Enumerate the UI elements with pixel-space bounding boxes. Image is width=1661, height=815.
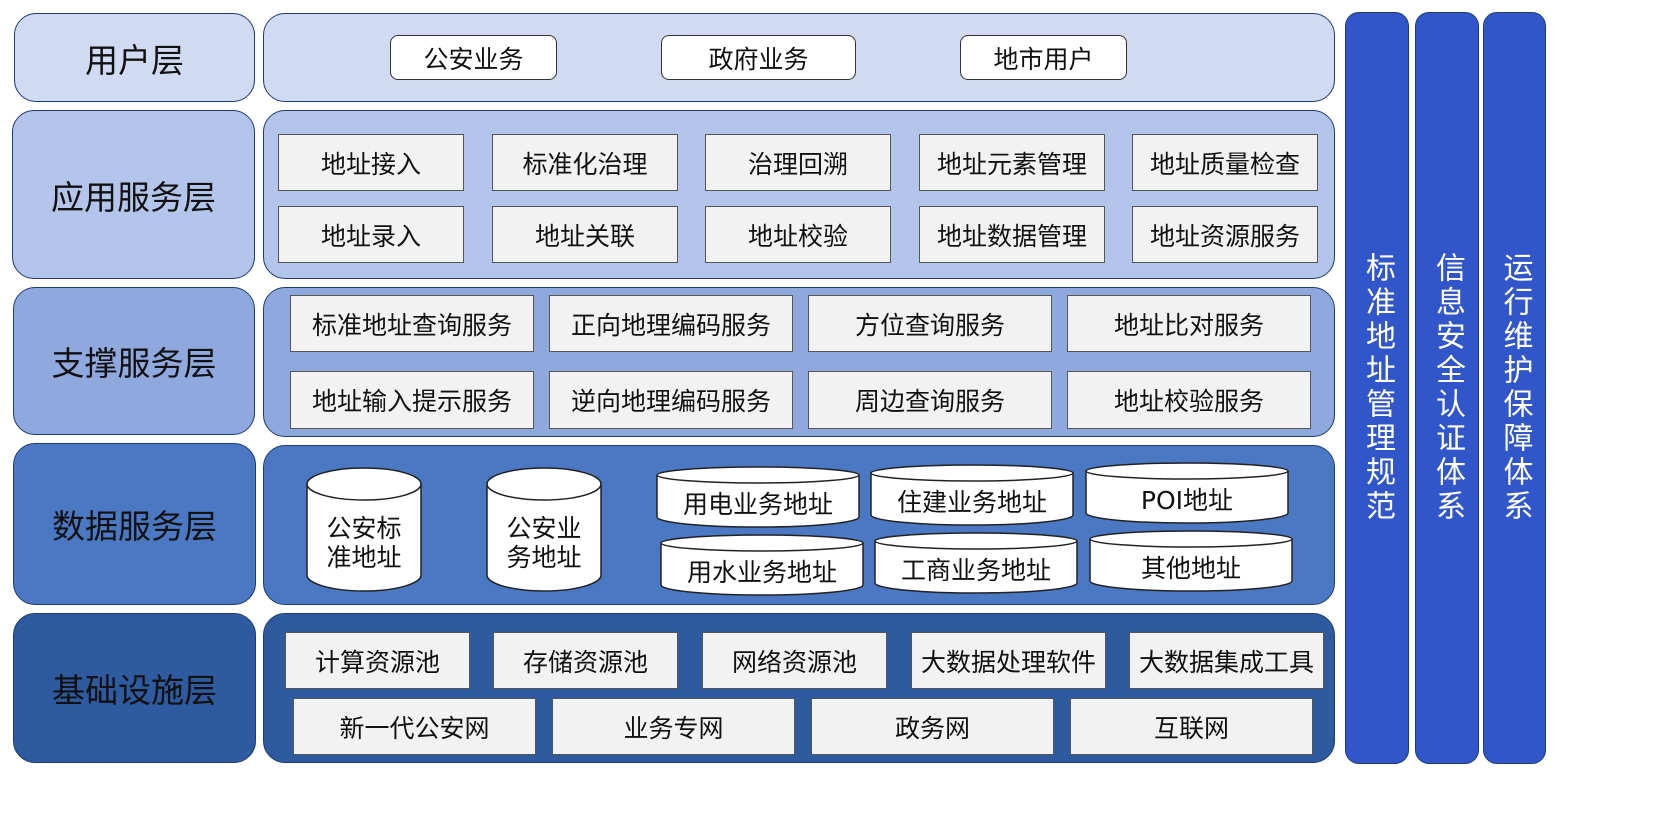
support-item: 地址输入提示服务 xyxy=(290,371,534,429)
support-item: 地址比对服务 xyxy=(1067,295,1311,352)
app-item: 地址录入 xyxy=(278,206,464,263)
app-item: 地址校验 xyxy=(705,206,891,263)
db-label-line: 务地址 xyxy=(506,543,582,572)
db-label: 工商业务地址 xyxy=(900,556,1051,585)
user-item: 地市用户 xyxy=(960,35,1127,80)
db-label-line: 公安业 xyxy=(506,514,582,543)
infra-item: 政务网 xyxy=(811,698,1054,755)
db-cylinder-shape xyxy=(1085,462,1289,524)
infra-item: 大数据处理软件 xyxy=(911,632,1106,689)
layer-label-app-text: 应用服务层 xyxy=(51,177,216,217)
db-flat-other: 其他地址 xyxy=(1088,529,1294,593)
support-item: 方位查询服务 xyxy=(808,295,1052,352)
column-text: 标准地址管理规范 xyxy=(1360,252,1395,524)
support-item: 正向地理编码服务 xyxy=(549,295,793,352)
db-label: 用电业务地址 xyxy=(682,490,833,519)
app-item: 标准化治理 xyxy=(492,134,678,191)
db-label-line: 准地址 xyxy=(326,543,402,572)
db-label-line: 公安标 xyxy=(326,514,402,543)
db-flat-electricity: 用电业务地址 xyxy=(655,465,861,529)
support-item: 周边查询服务 xyxy=(808,371,1052,429)
infra-item: 大数据集成工具 xyxy=(1129,632,1324,689)
user-item: 公安业务 xyxy=(390,35,557,80)
support-item: 标准地址查询服务 xyxy=(290,295,534,352)
db-cylinder-shape xyxy=(870,464,1074,526)
db-cylinder-shape xyxy=(874,532,1078,594)
db-flat-housing: 住建业务地址 xyxy=(869,463,1075,527)
db-cylinder-public-standard: 公安标 准地址 xyxy=(305,466,423,593)
infra-item: 新一代公安网 xyxy=(293,698,536,755)
support-item: 地址校验服务 xyxy=(1067,371,1311,429)
layer-label-data: 数据服务层 xyxy=(13,443,256,605)
app-item: 地址质量检查 xyxy=(1132,134,1318,191)
db-flat-commerce: 工商业务地址 xyxy=(873,531,1079,595)
user-item: 政府业务 xyxy=(661,35,856,80)
db-flat-water: 用水业务地址 xyxy=(659,533,865,597)
column-maintenance: 运行维护保障体系 xyxy=(1483,12,1546,764)
support-item: 逆向地理编码服务 xyxy=(549,371,793,429)
db-label: 用水业务地址 xyxy=(686,558,837,587)
layer-label-infra-text: 基础设施层 xyxy=(52,671,217,710)
layer-label-data-text: 数据服务层 xyxy=(52,507,217,546)
app-item: 地址元素管理 xyxy=(919,134,1105,191)
db-cylinder-shape xyxy=(656,466,860,528)
infra-item: 互联网 xyxy=(1070,698,1313,755)
infra-item: 计算资源池 xyxy=(285,632,470,689)
db-cylinder-shape xyxy=(1089,530,1293,592)
column-address-standard: 标准地址管理规范 xyxy=(1345,12,1409,764)
app-item: 地址接入 xyxy=(278,134,464,191)
db-cylinder-shape xyxy=(306,467,422,592)
db-cylinder-shape xyxy=(660,534,864,596)
layer-label-support: 支撑服务层 xyxy=(13,287,255,435)
layer-label-app: 应用服务层 xyxy=(12,110,255,279)
app-item: 地址资源服务 xyxy=(1132,206,1318,263)
db-label: POI地址 xyxy=(1140,486,1234,515)
layer-label-user: 用户层 xyxy=(14,13,255,102)
column-security: 信息安全认证体系 xyxy=(1415,12,1479,764)
app-item: 地址数据管理 xyxy=(919,206,1105,263)
column-text: 运行维护保障体系 xyxy=(1497,252,1533,524)
db-flat-poi: POI地址 xyxy=(1084,461,1290,525)
db-cylinder-shape xyxy=(486,467,602,592)
column-text: 信息安全认证体系 xyxy=(1430,252,1465,524)
infra-item: 存储资源池 xyxy=(493,632,678,689)
app-item: 治理回溯 xyxy=(705,134,891,191)
layer-label-infra: 基础设施层 xyxy=(13,613,256,763)
infra-item: 网络资源池 xyxy=(702,632,887,689)
db-label: 其他地址 xyxy=(1140,554,1241,583)
app-item: 地址关联 xyxy=(492,206,678,263)
infra-item: 业务专网 xyxy=(552,698,795,755)
layer-label-support-text: 支撑服务层 xyxy=(51,344,217,383)
layer-label-user-text: 用户层 xyxy=(85,40,184,80)
db-cylinder-public-business: 公安业 务地址 xyxy=(485,466,603,593)
db-label: 住建业务地址 xyxy=(896,488,1047,517)
